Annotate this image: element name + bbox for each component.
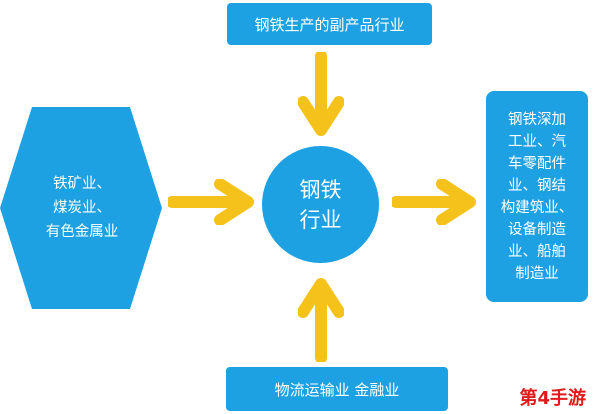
arrow-right-icon xyxy=(168,179,254,225)
top-box-byproduct-industry: 钢铁生产的副产品行业 xyxy=(227,3,432,45)
left-hexagon-shape xyxy=(0,107,162,309)
center-steel-industry: 钢铁 行业 xyxy=(262,146,379,263)
arrow-down-icon xyxy=(298,52,344,136)
left-box-upstream-industries: 铁矿业、 煤炭业、 有色金属业 xyxy=(45,176,119,240)
arrow-up-icon xyxy=(298,278,344,362)
watermark-logo: 第4手游 xyxy=(517,384,588,410)
right-box-downstream-industries: 钢铁深加 工业、汽 车零配件 业、钢结 构建筑业、 设备制造 业、船舶 制造业 xyxy=(486,91,588,302)
arrow-right-icon xyxy=(392,179,476,225)
bottom-box-logistics-finance: 物流运输业 金融业 xyxy=(226,367,448,411)
